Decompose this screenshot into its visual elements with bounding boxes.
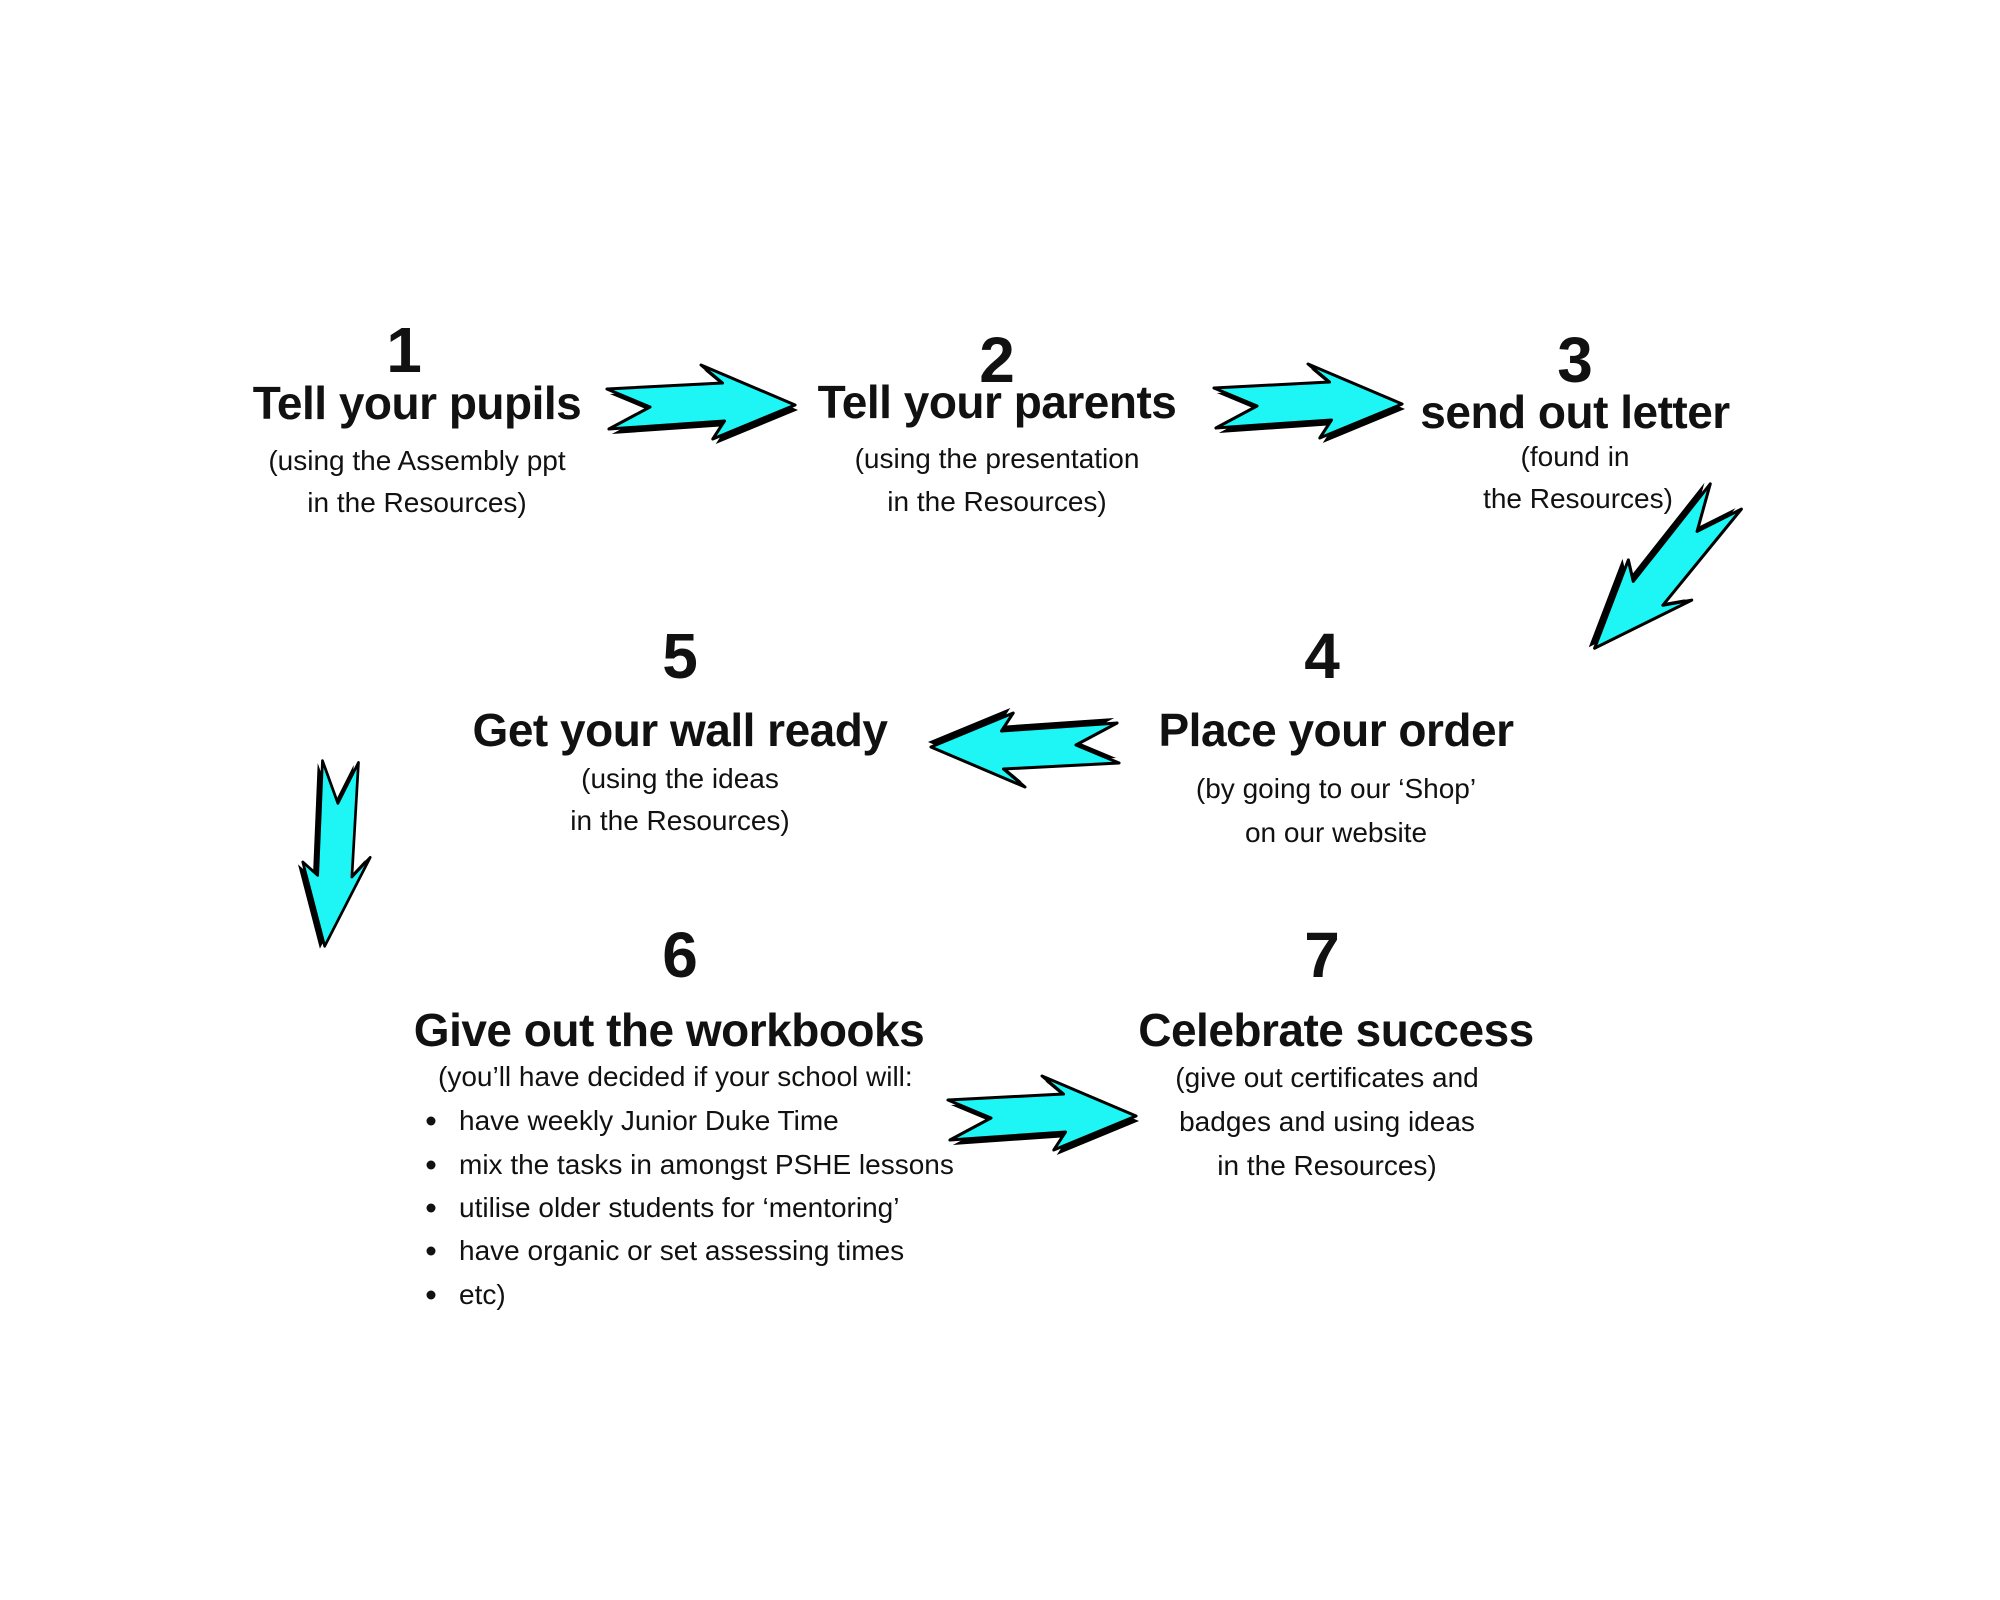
step-note: the Resources) [1483,483,1673,514]
bullet-icon [426,1203,436,1213]
step-note: (found in [1520,441,1630,472]
step-note: (by going to our ‘Shop’ [1195,773,1477,804]
step-title: Give out the workbooks [413,1004,925,1056]
step-note: (using the ideas [581,763,779,794]
step-note: in the Resources) [570,805,790,836]
arrow-down-left-icon [1565,471,1765,681]
step-note: (give out certificates and [1175,1062,1479,1093]
step-number: 7 [1304,919,1340,991]
step-number: 1 [386,314,422,386]
step-note: badges and using ideas [1179,1106,1475,1137]
step-number: 6 [662,919,698,991]
step-note: in the Resources) [307,487,527,518]
step-note: (using the presentation [854,443,1140,474]
step-title: Place your order [1158,704,1514,756]
arrow-down-icon [292,754,384,954]
arrow-left-icon [927,708,1123,791]
step-number: 3 [1557,324,1593,396]
bullet-icon [426,1246,436,1256]
step-title: Tell your pupils [252,377,582,429]
bullet-icon [426,1116,436,1126]
list-item: utilise older students for ‘mentoring’ [459,1192,900,1223]
list-item: have organic or set assessing times [459,1235,905,1266]
step-number: 2 [979,324,1015,396]
step-number: 4 [1304,620,1340,692]
step-title: send out letter [1420,386,1730,438]
list-item: mix the tasks in amongst PSHE lessons [459,1149,954,1180]
step-note: (using the Assembly ppt [268,445,566,476]
arrow-right-icon [1210,360,1406,443]
step-note: (you’ll have decided if your school will… [438,1061,913,1092]
step-note: in the Resources) [1217,1150,1437,1181]
step-title: Get your wall ready [472,704,888,756]
list-item: etc) [459,1279,506,1310]
step-title: Celebrate success [1138,1004,1534,1056]
arrow-right-icon [603,361,799,444]
list-item: have weekly Junior Duke Time [459,1105,839,1136]
arrow-right-icon [944,1072,1140,1155]
bullet-icon [426,1160,436,1170]
step-title: Tell your parents [817,376,1177,428]
step-note: in the Resources) [887,486,1107,517]
step-note: on our website [1244,817,1428,848]
bullet-icon [426,1290,436,1300]
step-number: 5 [662,620,698,692]
